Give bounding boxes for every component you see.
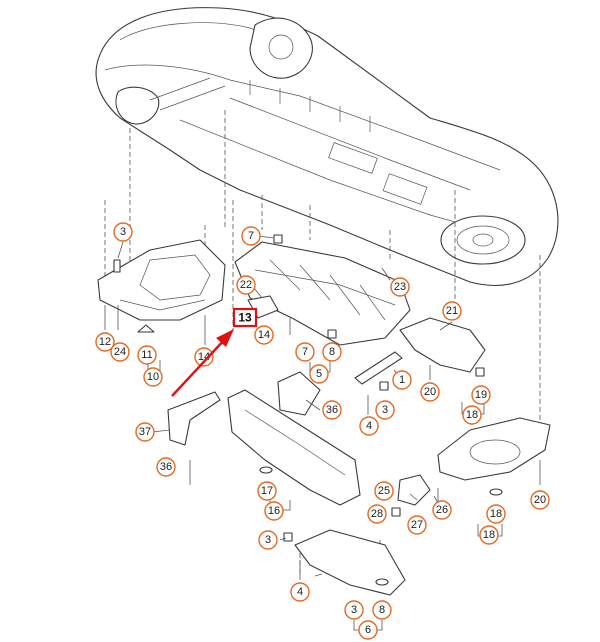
callout-23[interactable]: 20 (420, 382, 440, 402)
svg-text:37: 37 (139, 426, 151, 438)
part-13-highlight[interactable]: 13 (232, 307, 258, 328)
callout-17[interactable]: 17 (257, 481, 277, 501)
svg-text:26: 26 (436, 504, 448, 516)
callout-3[interactable]: 3 (375, 400, 395, 420)
vehicle-underbody (95, 7, 559, 286)
fasteners (104, 234, 541, 586)
engine-undertray (97, 239, 226, 321)
callout-30[interactable]: 27 (407, 515, 427, 535)
svg-text:16: 16 (268, 505, 280, 517)
svg-text:19: 19 (475, 389, 487, 401)
callout-3[interactable]: 3 (344, 600, 364, 620)
svg-text:11: 11 (141, 349, 152, 361)
bracket-28 (397, 474, 431, 506)
lower-side-panel (294, 529, 406, 596)
callout-37[interactable]: 37 (135, 422, 155, 442)
callout-16[interactable]: 16 (264, 501, 284, 521)
callout-11[interactable]: 12 (95, 332, 115, 352)
cover-35 (277, 371, 321, 416)
callout-36[interactable]: 36 (156, 457, 176, 477)
svg-text:10: 10 (147, 371, 159, 383)
callout-27[interactable]: 24 (110, 342, 130, 362)
callout-14[interactable]: 14 (254, 325, 274, 345)
callout-28[interactable]: 25 (374, 481, 394, 501)
svg-text:5: 5 (316, 368, 322, 380)
callout-3[interactable]: 3 (258, 530, 278, 550)
callout-8[interactable]: 8 (322, 342, 342, 362)
callout-24[interactable]: 21 (442, 301, 462, 321)
callout-4[interactable]: 4 (359, 416, 379, 436)
svg-text:23: 23 (394, 281, 406, 293)
svg-text:7: 7 (302, 346, 308, 358)
svg-text:3: 3 (382, 404, 388, 416)
callout-26[interactable]: 23 (390, 277, 410, 297)
highlight-arrow (171, 329, 234, 397)
callout-7[interactable]: 7 (241, 226, 261, 246)
side-panel-left (227, 389, 361, 506)
svg-text:3: 3 (351, 604, 357, 616)
callout-31[interactable]: 28 (367, 504, 387, 524)
svg-text:36: 36 (160, 461, 172, 473)
svg-text:13: 13 (238, 311, 252, 325)
svg-text:17: 17 (261, 485, 273, 497)
callout-20[interactable]: 20 (530, 490, 550, 510)
callout-19[interactable]: 18 (486, 504, 506, 524)
svg-text:22: 22 (240, 279, 252, 291)
callout-9[interactable]: 10 (143, 367, 163, 387)
svg-text:18: 18 (490, 508, 502, 520)
svg-text:28: 28 (371, 508, 383, 520)
svg-text:21: 21 (446, 305, 458, 317)
svg-text:20: 20 (534, 494, 546, 506)
svg-text:6: 6 (365, 624, 371, 636)
svg-text:18: 18 (466, 409, 478, 421)
callout-8[interactable]: 8 (372, 600, 392, 620)
svg-text:8: 8 (379, 604, 385, 616)
svg-text:27: 27 (411, 519, 423, 531)
svg-text:4: 4 (366, 420, 372, 432)
callout-21[interactable]: 18 (462, 405, 482, 425)
callout-18[interactable]: 18 (479, 525, 499, 545)
svg-text:18: 18 (483, 529, 495, 541)
callout-6[interactable]: 6 (358, 620, 378, 640)
svg-text:1: 1 (399, 374, 405, 386)
svg-text:3: 3 (120, 226, 126, 238)
callout-35[interactable]: 36 (322, 400, 342, 420)
air-guide-duct (399, 317, 486, 373)
svg-text:3: 3 (265, 534, 271, 546)
rear-underbody-panel (437, 417, 551, 481)
svg-text:7: 7 (248, 230, 254, 242)
svg-text:8: 8 (329, 346, 335, 358)
bracket-37 (167, 391, 221, 446)
svg-text:36: 36 (326, 404, 338, 416)
svg-text:4: 4 (297, 586, 303, 598)
callout-22[interactable]: 19 (471, 385, 491, 405)
svg-text:25: 25 (378, 485, 390, 497)
svg-text:14: 14 (258, 329, 270, 341)
svg-text:24: 24 (114, 346, 126, 358)
callout-1[interactable]: 1 (392, 370, 412, 390)
callout-29[interactable]: 26 (432, 500, 452, 520)
svg-text:20: 20 (424, 386, 436, 398)
callouts: 3 12 24 11 10 14 7 22 13 14 7 8 5 23 21 … (95, 222, 550, 640)
callout-10[interactable]: 11 (137, 345, 157, 365)
callout-5[interactable]: 5 (309, 364, 329, 384)
rail-bracket-1 (354, 351, 403, 385)
callout-4[interactable]: 4 (290, 582, 310, 602)
svg-text:12: 12 (99, 336, 111, 348)
callout-3[interactable]: 3 (113, 222, 133, 242)
callout-7[interactable]: 7 (295, 342, 315, 362)
callout-25[interactable]: 22 (236, 275, 256, 295)
